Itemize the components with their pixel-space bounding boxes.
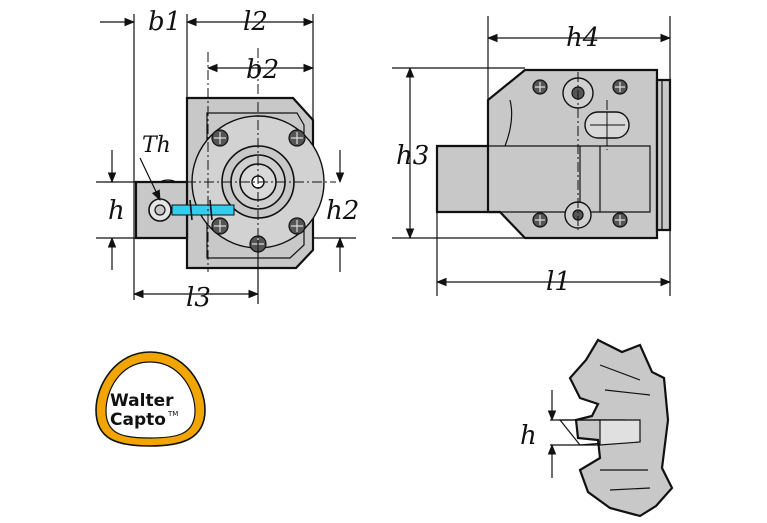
detail-view: h [520,338,674,518]
side-curve [504,99,513,147]
logo-line1: Walter [110,391,174,411]
front-dim-labels: b1 l2 b2 Th h h2 l3 [108,7,359,313]
label-b2: b2 [246,55,279,85]
front-dimensions [96,14,356,304]
label-h4: h4 [566,23,599,53]
walter-capto-logo: Walter Capto TM [95,351,206,447]
label-h-detail: h [520,421,537,451]
clamp-tab-notch [159,179,177,183]
side-dim-labels: h4 h3 l1 [396,23,599,297]
label-h3: h3 [396,141,429,171]
logo-trademark: TM [167,410,178,418]
detail-ridges [599,364,651,491]
label-h-front: h [108,196,125,226]
label-b1: b1 [148,7,181,37]
insert-bar-marks [189,199,213,221]
clamp-screw-center [154,204,166,216]
side-flange [655,78,672,232]
front-view [96,48,336,300]
label-l3: l3 [186,283,211,313]
front-bolts [211,129,306,253]
front-flange [206,112,305,259]
detail-groove-face [599,419,641,446]
logo-line2: Capto [110,410,166,430]
label-Th: Th [142,133,171,158]
side-view [435,68,672,240]
side-recess [437,145,651,213]
insert-bar [171,204,235,216]
side-dimensions [392,16,672,296]
side-recess-line [579,146,601,212]
label-l2: l2 [243,7,268,37]
label-l1: l1 [546,267,571,297]
label-h2: h2 [326,196,359,226]
